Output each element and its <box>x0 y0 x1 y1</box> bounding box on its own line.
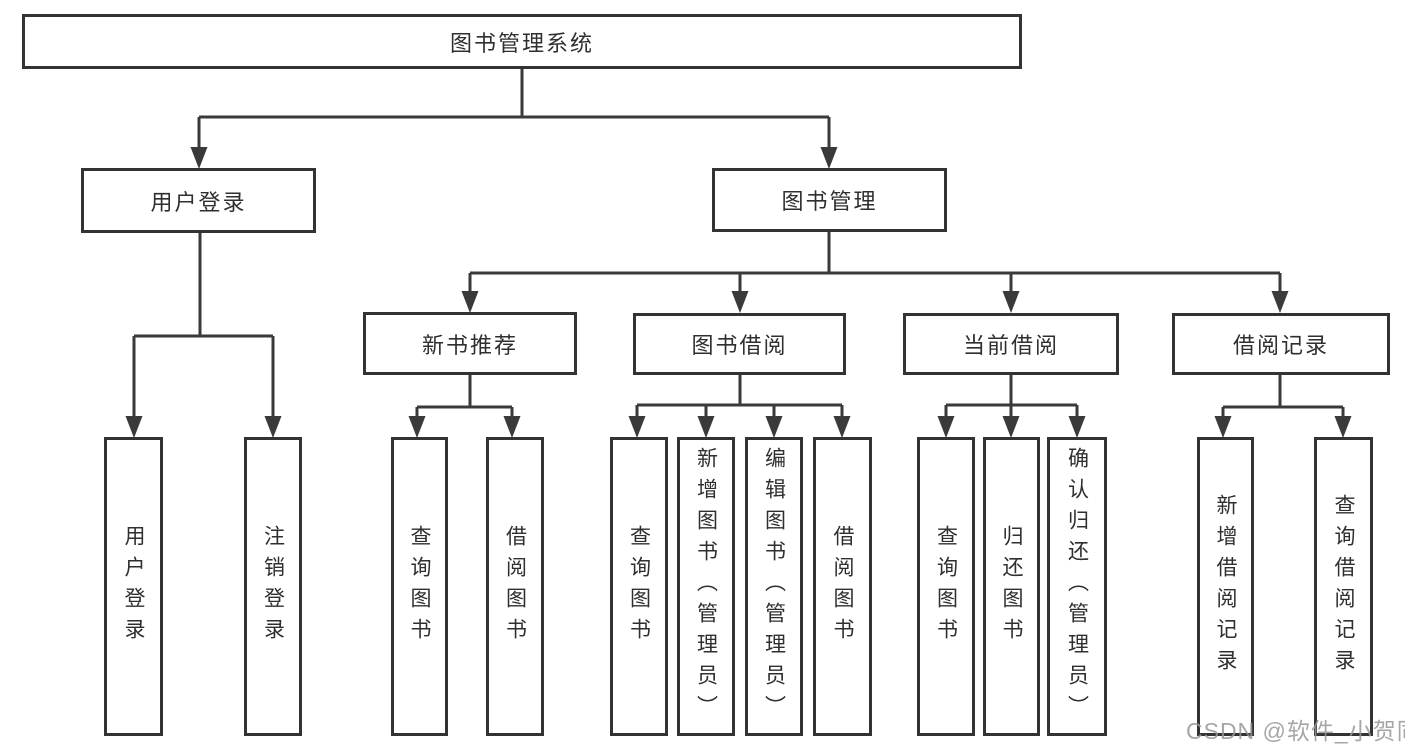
leaf-user-login: 用户登录 <box>104 437 163 736</box>
node-label: 用户登录 <box>150 189 247 215</box>
connector-book-management-to-level3 <box>461 232 1289 313</box>
node-user-login: 用户登录 <box>81 168 316 233</box>
connector-current-borrowing-to-leaves <box>937 375 1086 438</box>
node-book-borrowing: 图书借阅 <box>633 313 846 375</box>
node-library-management-system: 图书管理系统 <box>22 14 1022 69</box>
node-label: 当前借阅 <box>962 333 1059 358</box>
leaf-query-books-current: 查询图书 <box>917 437 975 736</box>
connector-book-borrowing-to-leaves <box>628 375 851 438</box>
node-label: 图书管理 <box>781 189 878 214</box>
leaf-borrow-books-borrowing: 借阅图书 <box>813 437 872 736</box>
node-label: 图书管理系统 <box>449 30 594 56</box>
node-borrowing-records: 借阅记录 <box>1172 313 1390 375</box>
node-book-management: 图书管理 <box>712 168 947 232</box>
leaf-query-borrow-record: 查询借阅记录 <box>1314 437 1373 736</box>
leaf-label: 借阅图书 <box>831 524 854 649</box>
leaf-borrow-books-recommend: 借阅图书 <box>486 437 544 736</box>
leaf-label: 注销登录 <box>261 524 285 649</box>
connector-new-book-recommend-to-leaves <box>408 375 521 438</box>
node-label: 图书借阅 <box>691 333 788 358</box>
csdn-watermark: CSDN @软件_小贺同学 <box>1186 718 1405 744</box>
node-new-book-recommend: 新书推荐 <box>363 312 577 375</box>
leaf-label: 查询借阅记录 <box>1332 493 1355 680</box>
leaf-return-books: 归还图书 <box>983 437 1040 736</box>
connector-root-to-level2 <box>190 69 838 169</box>
leaf-label: 新增图书（管理员） <box>694 447 718 726</box>
leaf-confirm-return-admin: 确认归还（管理员） <box>1047 437 1107 736</box>
leaf-label: 借阅图书 <box>503 524 527 649</box>
node-current-borrowing: 当前借阅 <box>903 313 1119 375</box>
leaf-label: 新增借阅记录 <box>1214 493 1237 680</box>
connector-borrowing-records-to-leaves <box>1214 375 1352 438</box>
leaf-query-books-recommend: 查询图书 <box>391 437 448 736</box>
leaf-logout: 注销登录 <box>244 437 302 736</box>
leaf-label: 查询图书 <box>408 524 431 649</box>
node-label: 新书推荐 <box>421 332 518 358</box>
leaf-edit-book-admin: 编辑图书（管理员） <box>745 437 803 736</box>
leaf-label: 确认归还（管理员） <box>1065 447 1089 726</box>
leaf-label: 查询图书 <box>934 524 958 649</box>
leaf-label: 归还图书 <box>1000 524 1023 649</box>
leaf-label: 查询图书 <box>627 524 651 649</box>
node-label: 借阅记录 <box>1232 333 1329 358</box>
connector-user-login-to-leaves <box>125 233 282 438</box>
leaf-add-borrow-record: 新增借阅记录 <box>1197 437 1254 736</box>
leaf-query-books-borrowing: 查询图书 <box>610 437 668 736</box>
leaf-label: 用户登录 <box>122 524 145 649</box>
leaf-add-book-admin: 新增图书（管理员） <box>677 437 735 736</box>
leaf-label: 编辑图书（管理员） <box>762 447 786 726</box>
